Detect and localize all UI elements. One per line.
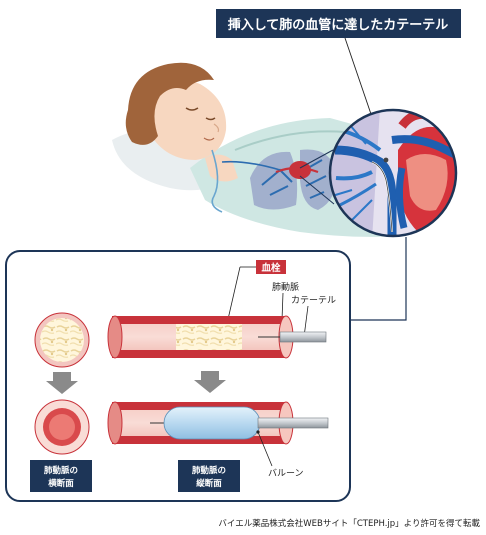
panel-connector-line [350, 237, 407, 321]
patient-hair [125, 62, 214, 145]
arrow-down-cross [46, 372, 78, 394]
cross-section-after [34, 399, 90, 455]
longitudinal-vessel-before [107, 315, 327, 359]
longitudinal-vessel-after [107, 401, 329, 445]
credit-text: バイエル薬品株式会社WEBサイト「CTEPH.jp」より許可を得て転載 [218, 518, 480, 529]
cross-section-before [34, 312, 90, 368]
thrombus-clot [176, 324, 242, 350]
thrombus-tag-box [256, 260, 286, 274]
label-pulmonary-artery: 肺動脈 [272, 281, 299, 293]
detail-panel: 血栓 肺動脈 カテーテル [5, 250, 351, 502]
label-balloon: バルーン [268, 468, 304, 479]
thrombus-tag-text: 血栓 [261, 262, 281, 274]
balloon [163, 406, 261, 440]
caption-cross-line2: 横断面 [47, 478, 74, 489]
header-label-box [216, 9, 461, 38]
catheter-after [257, 417, 329, 429]
patient-face [145, 80, 227, 160]
header-label-group: 挿入して肺の血管に達したカテーテル [216, 9, 461, 159]
caption-cross-section: 肺動脈の 横断面 [30, 460, 92, 492]
caption-long-line1: 肺動脈の [192, 465, 226, 476]
caption-cross-line1: 肺動脈の [44, 465, 78, 476]
header-label-text: 挿入して肺の血管に達したカテーテル [228, 17, 449, 33]
lungs [250, 149, 337, 210]
caption-longitudinal-section: 肺動脈の 縦断面 [178, 460, 240, 492]
label-catheter: カテーテル [291, 295, 336, 306]
patient-head [125, 62, 227, 160]
magnifier-ring [328, 108, 458, 238]
catheter-line-patient [211, 149, 223, 213]
catheter-before [279, 331, 327, 343]
caption-long-line2: 縦断面 [196, 478, 222, 489]
arrow-down-longitudinal [194, 371, 226, 393]
